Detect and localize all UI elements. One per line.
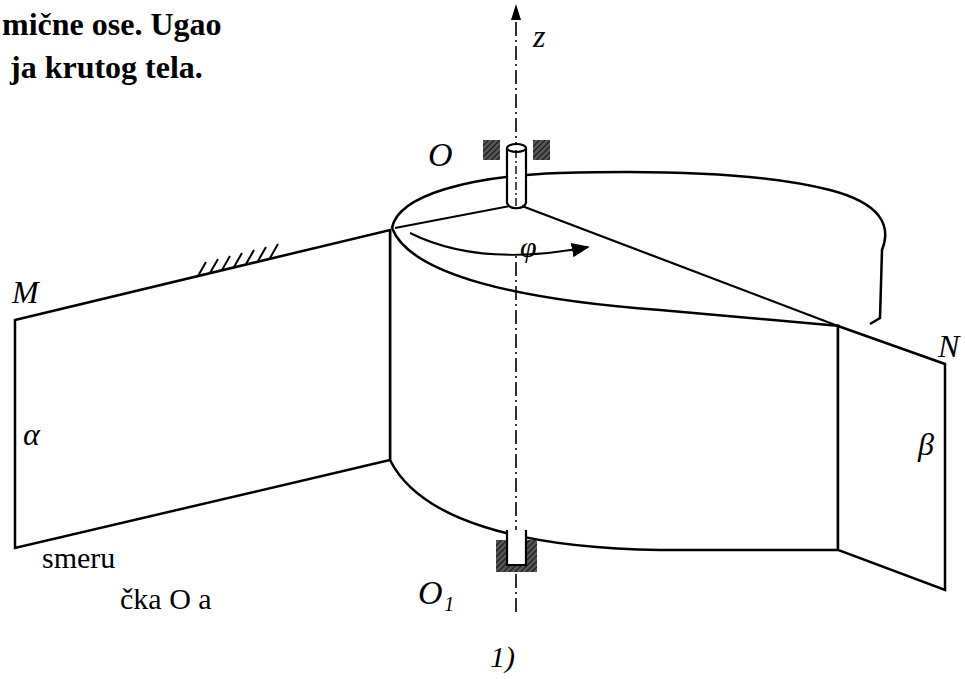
plane-label: α: [23, 418, 40, 450]
point-label: N: [938, 330, 959, 362]
rotation-axis: [515, 14, 517, 612]
axis-arrowhead: [511, 4, 521, 20]
shaft: [507, 148, 526, 208]
point-label: M: [12, 276, 39, 308]
radius-line: [522, 206, 838, 326]
axis-segment: [515, 150, 516, 206]
radius-line: [395, 206, 510, 228]
plane-alpha: α: [15, 228, 390, 548]
axis-label: z: [533, 20, 545, 52]
figure-number: 1): [490, 642, 515, 672]
heading-fragment: ja krutog tela.: [10, 51, 203, 83]
bearing-block: [496, 540, 537, 572]
angle-label: φ: [520, 232, 537, 262]
bearing-block: [483, 140, 500, 160]
angle-arc: [410, 233, 588, 255]
text-fragment: čka O a: [120, 584, 212, 614]
text-fragment: smeru: [42, 543, 115, 573]
bearing-block: [533, 140, 550, 160]
rigid-body: [390, 172, 885, 550]
plane-label: β: [918, 428, 934, 460]
plane-shape: [838, 326, 945, 590]
point-label: O: [428, 138, 453, 172]
heading-fragment: mične ose. Ugao: [2, 8, 222, 40]
shaft: [507, 530, 526, 565]
plane-outline: [15, 228, 390, 548]
plane-shape: [15, 230, 390, 548]
plane-beta: β: [838, 324, 945, 590]
point-label: O₁: [418, 576, 454, 610]
